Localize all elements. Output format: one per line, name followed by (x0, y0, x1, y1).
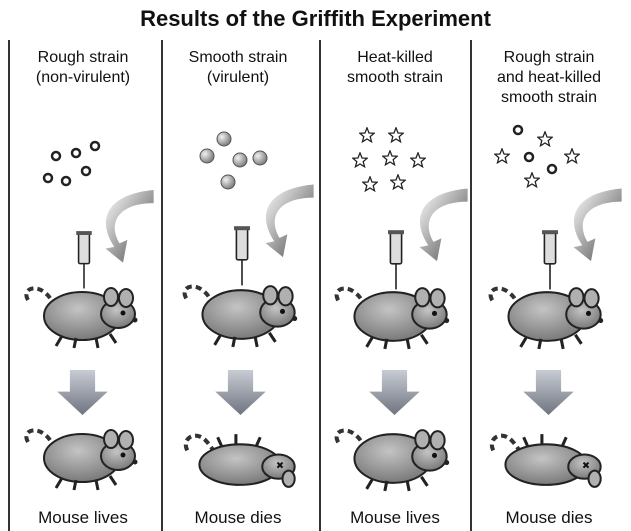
mouse-icon (26, 288, 137, 348)
injection-arrow (106, 190, 154, 263)
outcome-label: Mouse lives (320, 508, 470, 528)
syringe-icon (234, 226, 250, 285)
mouse-icon (337, 288, 450, 349)
injection-arrow (266, 185, 314, 258)
mouse-icon (185, 286, 298, 347)
result-arrow (523, 370, 573, 415)
heat-killed-bacteria-group (353, 128, 425, 191)
smooth-bacteria-group (200, 132, 267, 189)
injection-arrow (574, 189, 622, 262)
rough-bacteria-group (44, 142, 99, 185)
outcome-label: Mouse dies (163, 508, 313, 528)
outcome-label: Mouse dies (474, 508, 624, 528)
result-arrow (215, 370, 265, 415)
mouse-icon (26, 430, 137, 490)
syringe-icon (542, 230, 558, 289)
syringe-icon (76, 231, 92, 288)
dead-mouse-icon (186, 434, 295, 487)
mouse-icon (491, 288, 604, 349)
mouse-icon (337, 430, 450, 491)
result-arrow (369, 370, 419, 415)
mixed-bacteria-group (495, 126, 579, 187)
dead-mouse-icon (492, 434, 601, 487)
syringe-icon (388, 230, 404, 289)
injection-arrow (420, 189, 468, 262)
result-arrow (57, 370, 107, 415)
outcome-label: Mouse lives (8, 508, 158, 528)
